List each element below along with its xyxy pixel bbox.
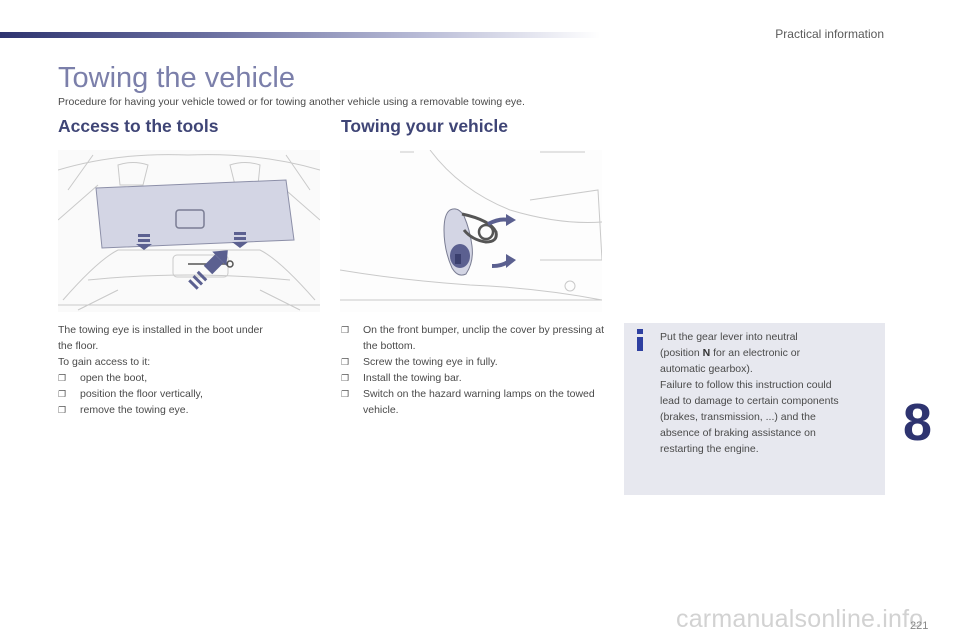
list-item: ❐Screw the towing eye in fully. bbox=[341, 356, 498, 368]
checkbox-bullet-icon: ❐ bbox=[58, 405, 67, 415]
access-intro-line-3: To gain access to it: bbox=[58, 356, 151, 368]
list-item: ❐On the front bumper, unclip the cover b… bbox=[341, 324, 605, 352]
info-text: Put the gear lever into neutral (positio… bbox=[660, 331, 839, 455]
watermark: carmanualsonline.info bbox=[676, 605, 924, 633]
page-title: Towing the vehicle bbox=[58, 62, 295, 94]
checkbox-bullet-icon: ❐ bbox=[58, 373, 67, 383]
bumper-illustration bbox=[340, 150, 602, 312]
checkbox-bullet-icon: ❐ bbox=[341, 325, 350, 335]
checkbox-bullet-icon: ❐ bbox=[58, 389, 67, 399]
access-intro-line-1: The towing eye is installed in the boot … bbox=[58, 324, 263, 336]
towing-heading: Towing your vehicle bbox=[341, 116, 508, 136]
list-item: ❐open the boot, bbox=[58, 372, 148, 384]
list-item: ❐Switch on the hazard warning lamps on t… bbox=[341, 388, 595, 416]
section-header: Practical information bbox=[775, 27, 884, 41]
checkbox-bullet-icon: ❐ bbox=[341, 357, 350, 367]
info-box bbox=[624, 323, 885, 495]
list-item: ❐position the floor vertically, bbox=[58, 388, 203, 400]
page-number: 221 bbox=[910, 620, 929, 632]
list-item: ❐remove the towing eye. bbox=[58, 404, 189, 416]
checkbox-bullet-icon: ❐ bbox=[341, 389, 350, 399]
chapter-number: 8 bbox=[903, 394, 932, 452]
header-gradient-bar bbox=[0, 32, 600, 38]
list-item: ❐Install the towing bar. bbox=[341, 372, 462, 384]
info-icon bbox=[636, 329, 644, 351]
page-subtitle: Procedure for having your vehicle towed … bbox=[58, 96, 525, 108]
access-intro-line-2: the floor. bbox=[58, 340, 99, 352]
towing-instructions: ❐On the front bumper, unclip the cover b… bbox=[341, 322, 606, 418]
access-heading: Access to the tools bbox=[58, 116, 219, 136]
checkbox-bullet-icon: ❐ bbox=[341, 373, 350, 383]
gear-position-n: N bbox=[702, 347, 711, 359]
boot-illustration bbox=[58, 150, 320, 312]
access-instructions: The towing eye is installed in the boot … bbox=[58, 322, 313, 418]
